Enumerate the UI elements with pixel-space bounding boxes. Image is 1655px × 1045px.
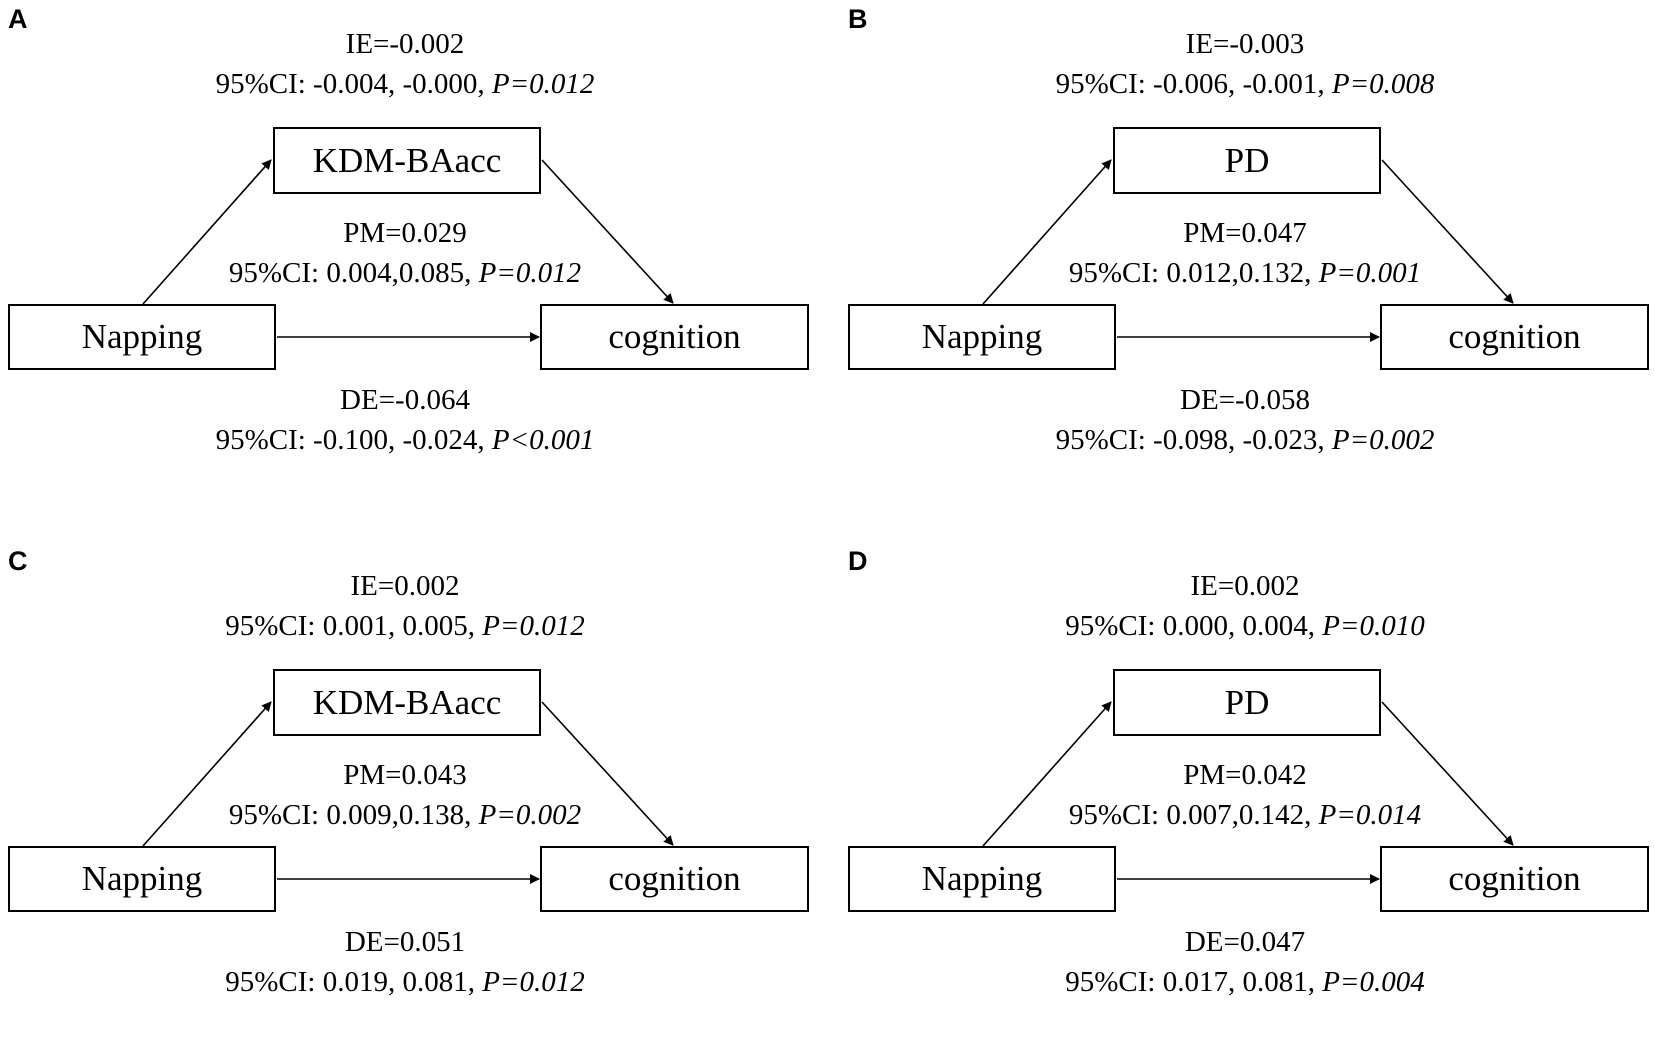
proportion-mediated-ci: 95%CI: 0.012,0.132, P=0.001 [1068,257,1422,289]
direct-effect-stat: DE=-0.058 95%CI: -0.098, -0.023, P=0.002 [940,380,1550,460]
indirect-effect-stat: IE=0.002 95%CI: 0.000, 0.004, P=0.010 [940,566,1550,646]
direct-effect-label: DE=-0.064 [340,384,470,416]
exposure-to-mediator-arrow [142,159,272,305]
indirect-effect-p: P=0.010 [1322,610,1425,642]
proportion-mediated-stat: PM=0.029 95%CI: 0.004,0.085, P=0.012 [100,213,710,293]
mediation-panel-c: C IE=0.002 95%CI: 0.001, 0.005, P=0.012 … [0,542,827,1045]
indirect-effect-p: P=0.008 [1331,68,1435,100]
exposure-node: Napping [8,304,276,370]
proportion-mediated-stat: PM=0.047 95%CI: 0.012,0.132, P=0.001 [940,213,1550,293]
mediator-to-outcome-arrow [1381,701,1514,846]
direct-effect-p: P=0.012 [482,966,585,998]
outcome-node: cognition [1380,846,1649,912]
panel-letter: B [848,4,868,34]
proportion-mediated-label: PM=0.043 [343,759,467,791]
mediator-to-outcome-arrow [541,701,674,846]
path-arrows [982,159,1514,342]
panel-letter: C [8,546,28,576]
indirect-effect-p: P=0.012 [482,610,585,642]
indirect-effect-label: IE=-0.003 [1185,28,1305,60]
proportion-mediated-stat: PM=0.043 95%CI: 0.009,0.138, P=0.002 [100,755,710,835]
proportion-mediated-ci: 95%CI: 0.009,0.138, P=0.002 [228,799,582,831]
indirect-effect-p: P=0.012 [491,68,595,100]
mediation-panel-b: B IE=-0.003 95%CI: -0.006, -0.001, P=0.0… [840,0,1655,503]
mediator-node: KDM-BAacc [273,127,541,194]
direct-effect-ci: 95%CI: -0.098, -0.023, P=0.002 [1055,424,1435,456]
proportion-mediated-label: PM=0.047 [1183,217,1307,249]
indirect-effect-stat: IE=0.002 95%CI: 0.001, 0.005, P=0.012 [100,566,710,646]
direct-effect-ci: 95%CI: -0.100, -0.024, P<0.001 [215,424,595,456]
mediator-node: KDM-BAacc [273,669,541,736]
indirect-effect-stat: IE=-0.003 95%CI: -0.006, -0.001, P=0.008 [940,24,1550,104]
panel-letter: D [848,546,868,576]
exposure-node: Napping [8,846,276,912]
indirect-effect-label: IE=-0.002 [345,28,465,60]
proportion-mediated-p: P=0.012 [478,257,582,289]
outcome-node: cognition [1380,304,1649,370]
indirect-effect-ci: 95%CI: -0.006, -0.001, P=0.008 [1055,68,1435,100]
indirect-effect-label: IE=0.002 [350,570,460,602]
proportion-mediated-ci: 95%CI: 0.004,0.085, P=0.012 [228,257,582,289]
mediation-panel-d: D IE=0.002 95%CI: 0.000, 0.004, P=0.010 … [840,542,1655,1045]
direct-effect-p: P=0.002 [1331,424,1435,456]
direct-effect-p: P<0.001 [491,424,595,456]
direct-effect-p: P=0.004 [1322,966,1425,998]
exposure-node: Napping [848,304,1116,370]
mediator-to-outcome-arrow [1381,159,1514,304]
proportion-mediated-p: P=0.002 [478,799,582,831]
indirect-effect-stat: IE=-0.002 95%CI: -0.004, -0.000, P=0.012 [100,24,710,104]
direct-effect-stat: DE=0.051 95%CI: 0.019, 0.081, P=0.012 [100,922,710,1002]
proportion-mediated-label: PM=0.042 [1183,759,1307,791]
exposure-node: Napping [848,846,1116,912]
mediator-node: PD [1113,669,1381,736]
proportion-mediated-p: P=0.001 [1318,257,1422,289]
direct-effect-ci: 95%CI: 0.017, 0.081, P=0.004 [1065,966,1425,998]
exposure-to-mediator-arrow [982,701,1112,847]
path-arrows [982,701,1514,884]
proportion-mediated-ci: 95%CI: 0.007,0.142, P=0.014 [1068,799,1422,831]
exposure-to-mediator-arrow [982,159,1112,305]
panel-letter: A [8,4,28,34]
outcome-node: cognition [540,846,809,912]
direct-effect-ci: 95%CI: 0.019, 0.081, P=0.012 [225,966,585,998]
direct-effect-label: DE=-0.058 [1180,384,1310,416]
indirect-effect-ci: 95%CI: 0.001, 0.005, P=0.012 [225,610,585,642]
proportion-mediated-stat: PM=0.042 95%CI: 0.007,0.142, P=0.014 [940,755,1550,835]
path-arrows [142,159,674,342]
direct-effect-label: DE=0.047 [1184,926,1306,958]
outcome-node: cognition [540,304,809,370]
indirect-effect-label: IE=0.002 [1190,570,1300,602]
mediation-panel-a: A IE=-0.002 95%CI: -0.004, -0.000, P=0.0… [0,0,827,503]
exposure-to-mediator-arrow [142,701,272,847]
proportion-mediated-p: P=0.014 [1318,799,1422,831]
direct-effect-stat: DE=0.047 95%CI: 0.017, 0.081, P=0.004 [940,922,1550,1002]
direct-effect-label: DE=0.051 [344,926,466,958]
indirect-effect-ci: 95%CI: -0.004, -0.000, P=0.012 [215,68,595,100]
proportion-mediated-label: PM=0.029 [343,217,467,249]
direct-effect-stat: DE=-0.064 95%CI: -0.100, -0.024, P<0.001 [100,380,710,460]
mediator-node: PD [1113,127,1381,194]
mediator-to-outcome-arrow [541,159,674,304]
path-arrows [142,701,674,884]
indirect-effect-ci: 95%CI: 0.000, 0.004, P=0.010 [1065,610,1425,642]
